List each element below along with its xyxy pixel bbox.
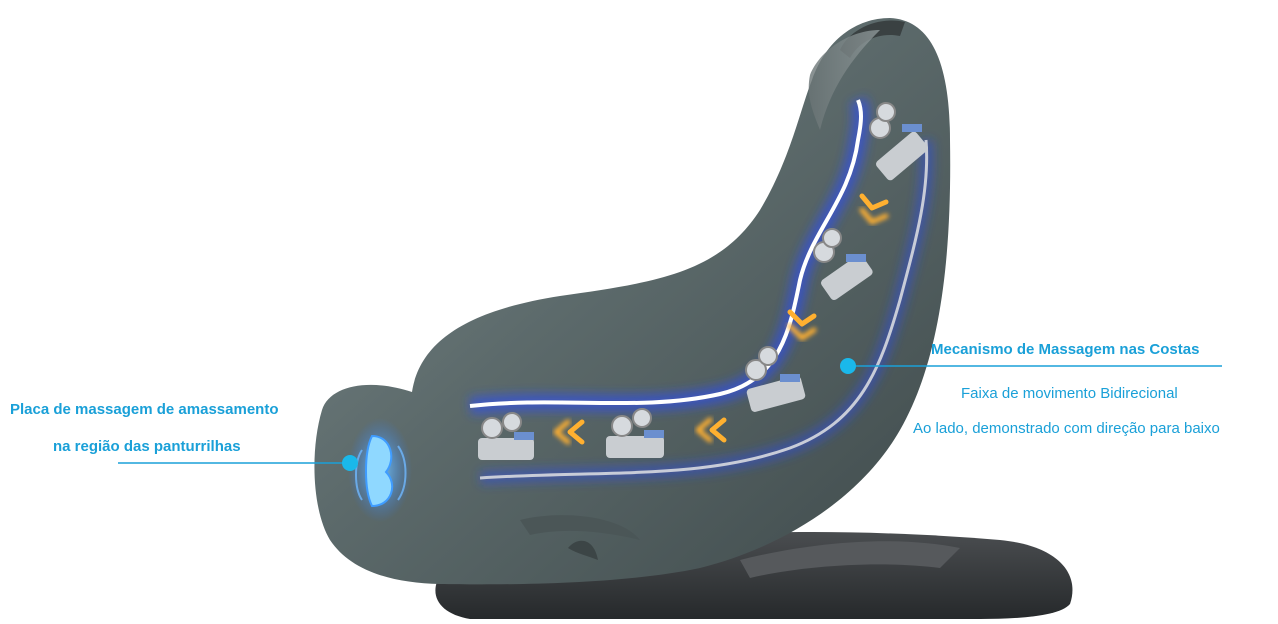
back-callout-title: Mecanismo de Massagem nas Costas <box>931 341 1199 358</box>
back-marker <box>840 358 856 374</box>
back-callout-detail-2: Ao lado, demonstrado com direção para ba… <box>913 420 1220 437</box>
calf-callout-title-line1: Placa de massagem de amassamento <box>10 401 278 418</box>
calf-massage-plate <box>348 418 412 522</box>
calf-callout-title-line2: na região das panturrilhas <box>53 438 241 455</box>
calf-marker <box>342 455 358 471</box>
back-callout-detail-1: Faixa de movimento Bidirecional <box>961 385 1178 402</box>
